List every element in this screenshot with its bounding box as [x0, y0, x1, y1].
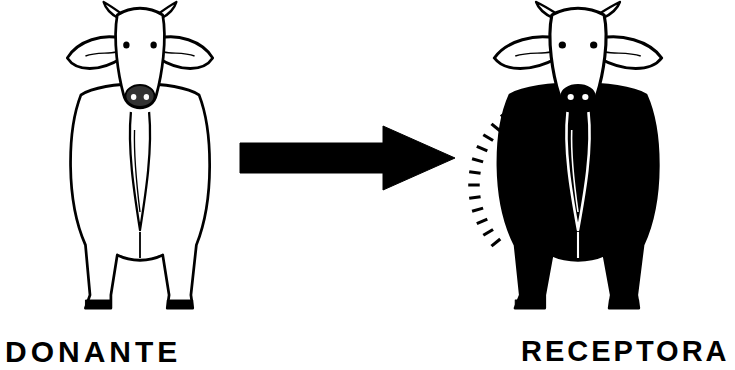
- cow-illustration: [463, 0, 693, 320]
- cow-body: [71, 84, 210, 308]
- cow-eye: [123, 42, 129, 49]
- ear-detail: [164, 52, 195, 56]
- dewlap-line: [572, 130, 578, 212]
- dewlap-line: [134, 130, 140, 212]
- emphasis-tick: [472, 208, 483, 211]
- emphasis-tick: [483, 230, 493, 236]
- emphasis-tick: [501, 114, 509, 122]
- emphasis-tick: [491, 239, 500, 246]
- cow-eye: [150, 42, 156, 49]
- cow-figure: RECEPTORA: [455, 0, 735, 370]
- cow-nostril: [582, 94, 588, 100]
- cow-hoof: [515, 300, 544, 308]
- cow-head: [116, 8, 165, 108]
- ear-detail: [85, 52, 116, 56]
- cow-figure: DONANTE: [5, 0, 240, 370]
- cow-hoof: [609, 300, 638, 308]
- cow-hoof: [167, 300, 192, 308]
- transfer-arrow: [240, 126, 455, 190]
- emphasis-tick: [477, 146, 488, 150]
- emphasis-tick: [472, 159, 483, 162]
- cow-body: [498, 84, 658, 308]
- cow-muzzle: [125, 85, 154, 107]
- emphasis-tick: [483, 135, 493, 141]
- emphasis-tick: [477, 219, 488, 223]
- emphasis-tick: [468, 184, 480, 187]
- cow-ear: [158, 37, 213, 69]
- cow-eye: [590, 42, 597, 49]
- cow-ear: [599, 37, 662, 69]
- figure-label: RECEPTORA: [521, 335, 730, 368]
- cow-nostril: [131, 94, 136, 100]
- cow-nostril: [144, 94, 149, 100]
- figure-label: DONANTE: [5, 335, 181, 369]
- dewlap-line: [130, 112, 150, 230]
- leg-line: [139, 232, 141, 258]
- cow-muzzle: [561, 85, 594, 107]
- ear-detail: [515, 52, 551, 56]
- emphasis-tick: [469, 197, 480, 199]
- cow-eye: [559, 42, 566, 49]
- emphasis-tick: [491, 124, 500, 131]
- leg-line: [577, 232, 579, 258]
- dewlap-line: [566, 112, 589, 230]
- cow-ear: [67, 37, 122, 69]
- cow-nostril: [568, 94, 574, 100]
- emphasis-ticks: [468, 114, 509, 246]
- emphasis-tick: [469, 172, 480, 174]
- cow-hoof: [85, 300, 110, 308]
- cow-head: [550, 8, 606, 108]
- ear-detail: [605, 52, 641, 56]
- cow-ear: [494, 37, 557, 69]
- cow-illustration: [40, 0, 240, 320]
